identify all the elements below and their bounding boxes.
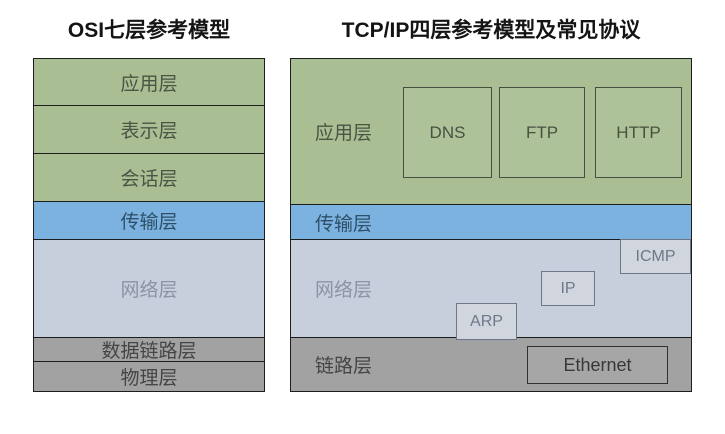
protocol-box-arp: ARP [456, 303, 517, 340]
osi-layer-transport: 传输层 [34, 202, 264, 240]
tcpip-stack: 应用层 传输层 网络层 链路层 DNS FTP HTTP ICMP IP ARP… [290, 58, 692, 392]
layer-label: 链路层 [315, 356, 373, 377]
layer-label: 网络层 [120, 280, 178, 301]
osi-layer-physical: 物理层 [34, 362, 264, 391]
osi-layer-application: 应用层 [34, 59, 264, 106]
layer-label: 应用层 [315, 123, 373, 144]
tcpip-layer-transport: 传输层 [291, 205, 691, 240]
layer-label: 物理层 [120, 368, 178, 389]
layer-label: 传输层 [315, 213, 373, 235]
osi-layer-datalink: 数据链路层 [34, 338, 264, 362]
osi-stack: 应用层 表示层 会话层 传输层 网络层 数据链路层 物理层 [33, 58, 265, 392]
layer-label: 数据链路层 [101, 341, 197, 362]
protocol-box-http: HTTP [595, 87, 682, 178]
protocol-box-icmp: ICMP [620, 239, 691, 274]
protocol-box-ip: IP [541, 271, 595, 306]
protocol-box-dns: DNS [403, 87, 492, 178]
osi-layer-network: 网络层 [34, 240, 264, 338]
layer-label: 网络层 [315, 280, 373, 301]
layer-label: 表示层 [120, 121, 178, 142]
layer-label: 会话层 [120, 169, 178, 190]
layer-label: 应用层 [120, 73, 178, 95]
protocol-box-ethernet: Ethernet [527, 346, 668, 384]
osi-title: OSI七层参考模型 [67, 19, 231, 42]
layer-label: 传输层 [120, 212, 178, 233]
osi-layer-session: 会话层 [34, 154, 264, 202]
protocol-box-ftp: FTP [499, 87, 585, 178]
tcpip-title: TCP/IP四层参考模型及常见协议 [341, 19, 641, 42]
osi-layer-presentation: 表示层 [34, 106, 264, 154]
